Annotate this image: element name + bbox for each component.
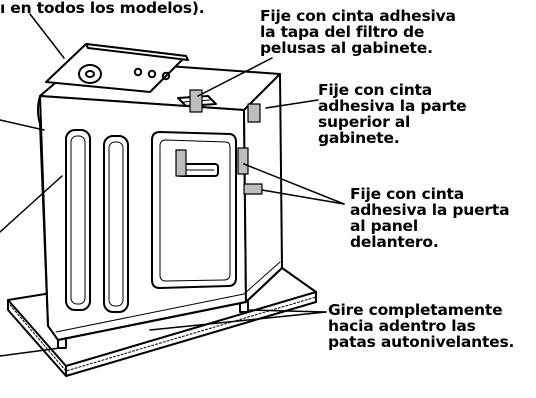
label-lint-filter-lid: Fije con cinta adhesiva la tapa del filt… [260,7,456,57]
label-models-note: ı en todos los modelos). [0,0,205,17]
dryer-body [37,43,283,349]
label-door-to-front-panel: Fije con cinta adhesiva la puerta al pan… [350,185,510,251]
label-leveling-legs: Gire completamente hacia adentro las pat… [328,301,515,351]
label-top-to-cabinet: Fije con cinta adhesiva la parte superio… [318,81,467,147]
leader-lines [0,13,345,357]
